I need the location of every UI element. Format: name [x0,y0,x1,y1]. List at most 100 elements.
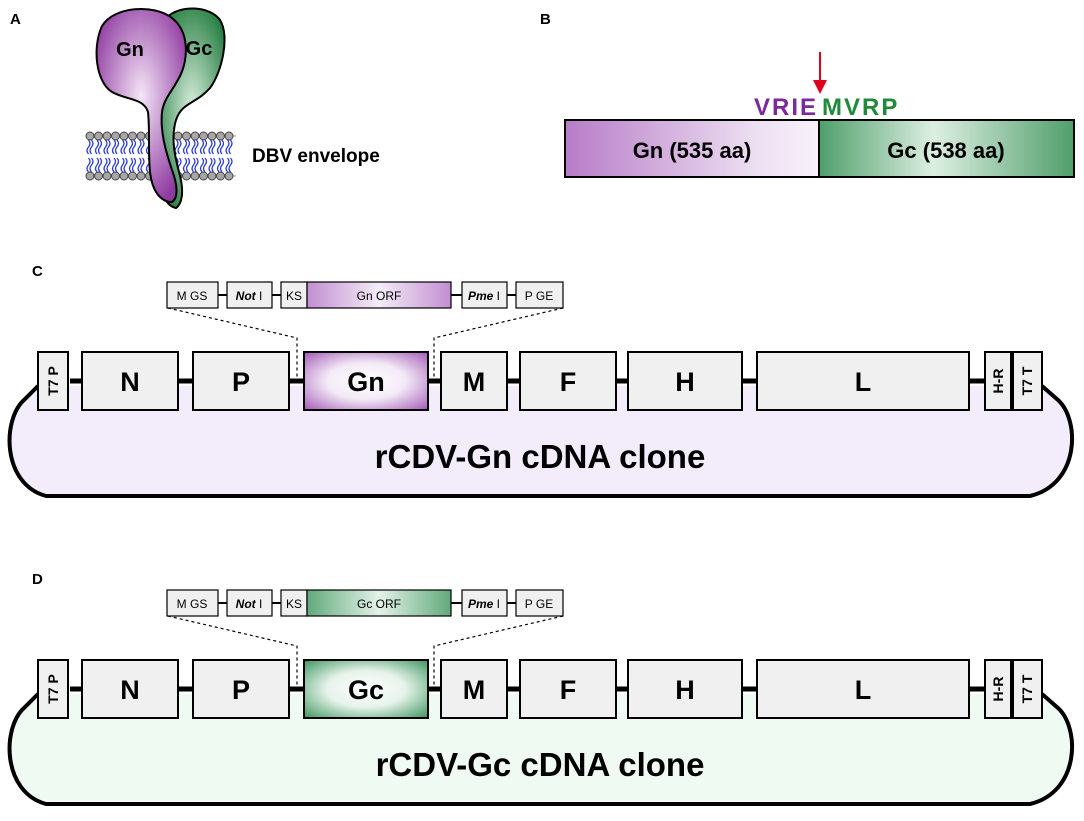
lipid-head [136,131,146,141]
gene-l [756,659,970,719]
lipid-head [128,131,137,141]
panel-d: D T7 P N P Gc M F H L H-R T7 T rCDV-Gc c… [7,571,1075,806]
lipid-head [102,171,112,181]
gene-f-label: F [560,675,577,705]
panel-c: C T7 P N P Gn M F H L H-R T7 T rCDV-Gn c… [7,263,1075,498]
panel-b: B VRIE MVRP Gn (535 aa) Gc (538 aa) [540,11,1075,178]
cassette-orf-label: Gc ORF [357,597,401,611]
plasmid-backbone [7,692,1075,806]
cassette-pme-site [461,281,508,309]
panel-d-letter: D [32,571,43,588]
lipid-tail [137,157,145,173]
lipid-head [102,131,112,141]
envelope-label: DBV envelope [252,146,380,167]
lipid-tail [128,157,137,173]
cassette-mgs-label: M GS [177,597,208,611]
gene-m-label: M [463,675,486,705]
gn-bar-label: Gn (535 aa) [633,138,752,163]
t7-terminator-label: T7 T [1019,674,1035,703]
panel-b-letter: B [540,11,551,28]
lipid-head [119,171,129,181]
gene-m [440,351,508,411]
lipid-head [85,171,95,181]
clone-label: rCDV-Gn cDNA clone [375,438,706,475]
cassette-pme-site-label: Pme I [468,597,500,611]
cassette-kozak-label: KS [286,597,302,611]
gn-protein-label: Gn [116,39,144,61]
gene-n [81,351,179,411]
lipid-tail [94,139,103,155]
gene-n-label: N [120,367,140,397]
cassette-orf [306,281,452,309]
cassette-not-site [226,589,273,617]
lipid-tail [94,157,103,173]
t7-terminator [1012,351,1043,411]
cassette-pme-site-label: Pme I [468,289,500,303]
t7-promoter-label: T7 P [45,674,61,704]
lipid-head [111,131,120,141]
lipid-tail [216,139,225,155]
t7-promoter [37,351,69,411]
gene-l-label: L [855,367,872,397]
gc-bar [818,119,1075,178]
hdv-ribozyme [984,351,1012,411]
gene-h [627,351,743,411]
lipid-tail [111,157,120,173]
lipid-head [224,131,234,141]
cassette-mgs [166,281,219,309]
cassette-pge [515,589,564,617]
sequence-gn-end: VRIE [754,94,818,121]
lipid-head [119,131,129,141]
cassette-kozak-label: KS [286,289,302,303]
cassette-mgs-label: M GS [177,289,208,303]
membrane-bilayer [85,131,236,181]
lipid-tail [103,157,111,173]
gene-h-label: H [675,675,695,705]
lipid-head [182,171,191,181]
cassette-not-site [226,281,273,309]
gene-n-label: N [120,675,140,705]
gene-n [81,659,179,719]
cassette-orf [306,589,452,617]
lipid-head [182,131,191,141]
lipid-tail [182,139,191,155]
gene-insert-gn [303,351,429,411]
lipid-head [136,171,146,181]
lipid-tail [86,157,94,173]
lipid-head [216,131,225,141]
lipid-head [207,171,217,181]
t7-promoter [37,659,69,719]
lipid-head [111,171,120,181]
t7-terminator-label: T7 T [1019,366,1035,395]
lipid-tail [225,157,233,173]
lipid-tail [174,139,182,155]
gc-bar-label: Gc (538 aa) [887,138,1004,163]
hdv-ribozyme-label: H-R [990,677,1006,702]
sequence-gc-start: MVRP [822,94,899,121]
gene-l-label: L [855,675,872,705]
t7-terminator [1012,659,1043,719]
gene-insert-label: Gn [347,367,385,397]
cassette-kozak [280,589,308,617]
cassette-pge-label: P GE [525,289,553,303]
gc-protein-label: Gc [186,38,213,60]
lipid-head [216,171,225,181]
lipid-tail [191,139,199,155]
lipid-tail [199,139,208,155]
cassette-connectors [167,307,564,378]
gene-insert-label: Gc [348,675,384,705]
lipid-tail [120,157,128,173]
lipid-tail [191,157,199,173]
panel-a-letter: A [10,11,21,28]
hdv-ribozyme-label: H-R [990,369,1006,394]
plasmid-backbone [7,384,1075,498]
gene-p-label: P [232,367,250,397]
lipid-head [224,171,234,181]
insert-cassette: M GS Not I KS Gc ORF Pme I P GE [166,589,564,686]
lipid-tail [128,139,137,155]
cassette-connectors [167,615,564,686]
lipid-tail [137,139,145,155]
gene-m-label: M [463,367,486,397]
lipid-head [94,131,103,141]
